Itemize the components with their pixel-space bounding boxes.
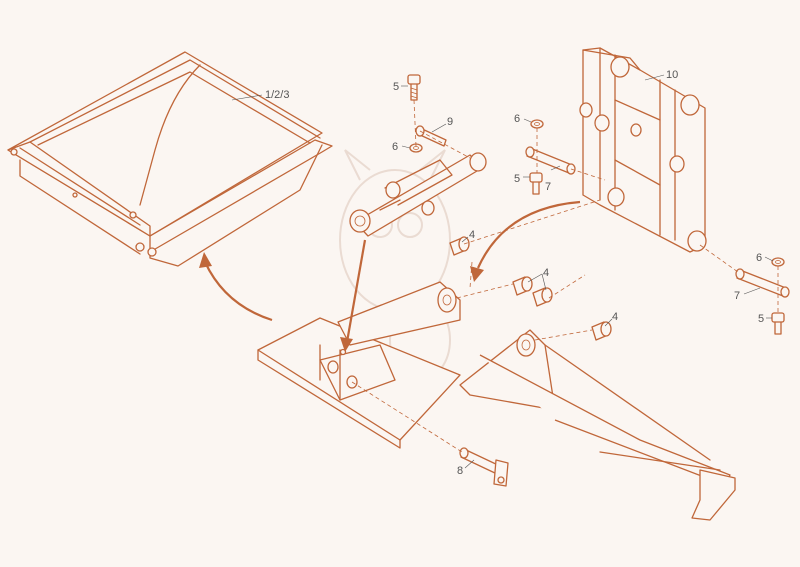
- label-pin-7-right: 7: [734, 290, 740, 302]
- assembly-lines: [351, 99, 779, 453]
- assembly-arrows: [199, 200, 581, 352]
- label-pin-8: 8: [457, 465, 463, 477]
- label-bucket: 1/2/3: [265, 89, 289, 101]
- label-bolt-mid: 5: [514, 173, 520, 185]
- main-frame-part: [257, 281, 736, 521]
- top-hardware: [407, 74, 447, 153]
- label-pin-9: 9: [447, 116, 453, 128]
- pin-8-part: [459, 447, 509, 487]
- label-link-10: 10: [666, 69, 678, 81]
- bucket-part: [7, 51, 333, 267]
- label-bushing-b: 4: [543, 267, 549, 279]
- right-hardware: [735, 257, 790, 335]
- bushings: [449, 236, 612, 341]
- label-bolt-right: 5: [758, 313, 764, 325]
- label-bolt-top: 5: [393, 81, 399, 93]
- middle-hardware: [525, 119, 576, 195]
- label-bushing-c: 4: [612, 311, 618, 323]
- label-washer-top: 6: [392, 141, 398, 153]
- label-washer-mid: 6: [514, 113, 520, 125]
- label-washer-right: 6: [756, 252, 762, 264]
- label-bushing-a: 4: [469, 229, 475, 241]
- quick-coupler-link-part: [579, 47, 707, 253]
- part-labels: 1/2/3 5 9 6 10 6 5 7 4 4 4 6 7 5 8: [265, 69, 764, 477]
- hydraulic-cylinder-part: [349, 152, 487, 237]
- label-leaders: [231, 74, 774, 469]
- label-pin-7-mid: 7: [545, 181, 551, 193]
